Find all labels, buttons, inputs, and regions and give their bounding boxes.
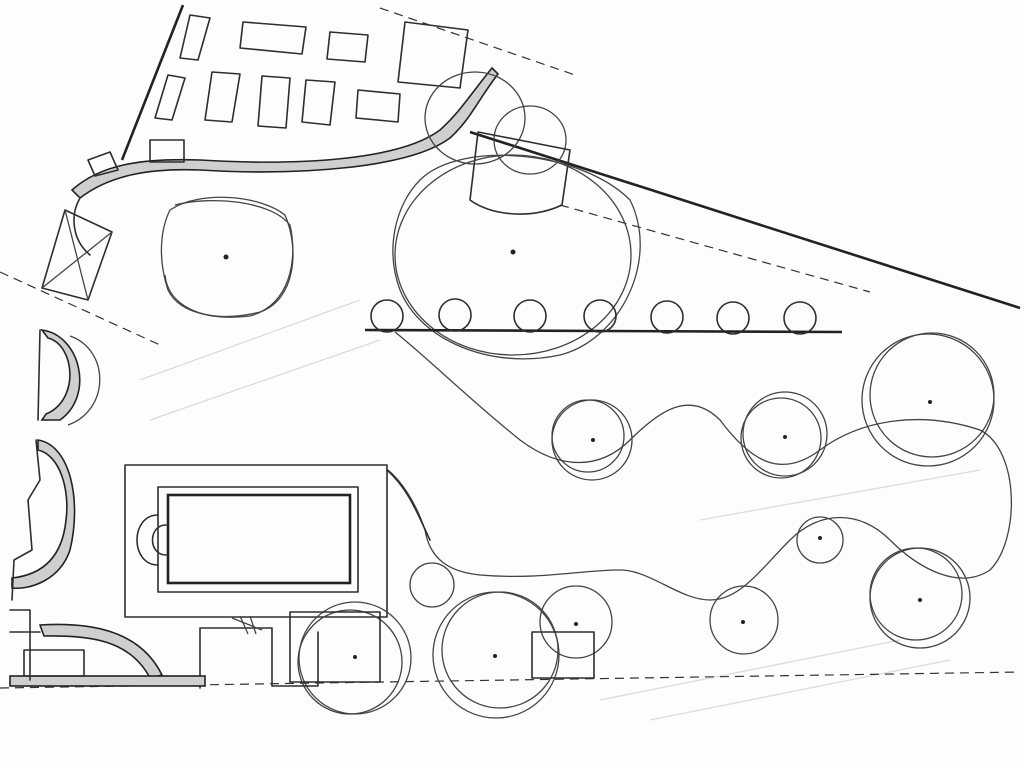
trees-top <box>160 71 641 360</box>
pool-area <box>124 464 431 618</box>
parking-spaces <box>154 14 469 129</box>
trees-right <box>551 332 995 655</box>
pencil-hatching <box>139 299 981 721</box>
west-wall <box>9 328 206 687</box>
stone-path <box>41 66 500 301</box>
property-boundary <box>0 4 1021 689</box>
winding-path <box>387 331 1012 601</box>
tree-row <box>364 298 843 335</box>
trees-bottom <box>199 562 613 719</box>
